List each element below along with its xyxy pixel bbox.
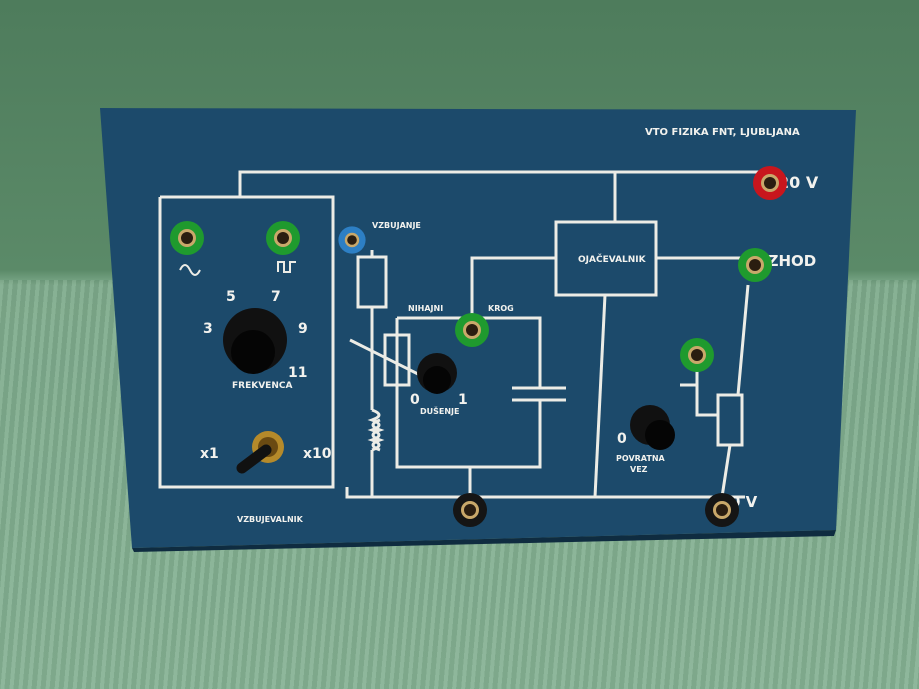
- dial-7: 7: [271, 289, 281, 305]
- label-feedback-2: VEZ: [630, 465, 648, 474]
- jack-green-output[interactable]: [738, 248, 772, 282]
- label-excitation: VZBUJANJE: [372, 221, 421, 230]
- label-exciter: VZBUJEVALNIK: [237, 515, 304, 524]
- label-x10: x10: [303, 446, 332, 462]
- jack-green-sine[interactable]: [170, 221, 204, 255]
- label-20v: 20 V: [778, 173, 819, 192]
- feedback-knob[interactable]: [630, 405, 675, 450]
- label-frequency: FREKVENCA: [232, 381, 292, 391]
- label-resonant-left: NIHAJNI: [408, 304, 443, 313]
- label-amplifier: OJAČEVALNIK: [578, 253, 647, 265]
- jack-green-feedback[interactable]: [680, 338, 714, 372]
- dial-3: 3: [203, 321, 213, 337]
- feedback-min: 0: [617, 431, 627, 447]
- damping-knob[interactable]: [417, 353, 457, 394]
- label-resonant-right: KROG: [488, 304, 514, 313]
- maker-label: VTO FIZIKA FNT, LJUBLJANA: [645, 127, 800, 138]
- range-toggle-switch[interactable]: [236, 431, 284, 474]
- dial-9: 9: [298, 321, 308, 337]
- label-output: IZHOD: [762, 252, 816, 270]
- frequency-knob[interactable]: [223, 308, 287, 374]
- label-damping: DUŠENJE: [420, 405, 460, 416]
- damping-min: 0: [410, 392, 420, 408]
- label-x1: x1: [200, 446, 219, 462]
- circuit-lines: [158, 170, 760, 499]
- jack-black-ground[interactable]: [453, 493, 487, 527]
- jack-red-20v[interactable]: [753, 166, 787, 200]
- dial-11: 11: [288, 365, 307, 381]
- jack-green-square[interactable]: [266, 221, 300, 255]
- label-feedback-1: POVRATNA: [616, 454, 666, 463]
- jack-black-0v[interactable]: [705, 493, 739, 527]
- dial-5: 5: [226, 289, 236, 305]
- damping-max: 1: [458, 392, 468, 408]
- jack-green-resonant[interactable]: [455, 313, 489, 347]
- jack-blue-excitation[interactable]: [338, 226, 366, 254]
